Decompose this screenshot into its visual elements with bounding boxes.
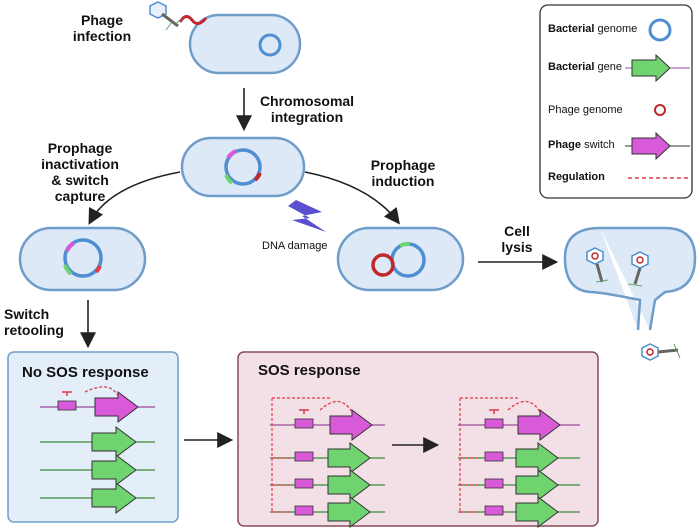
label-cell-lysis: Cell lysis bbox=[501, 223, 533, 255]
legend-gene-icon bbox=[625, 53, 690, 83]
legend-genome-icon bbox=[648, 18, 672, 42]
legend-item-bacterial-genome: Bacterial genome bbox=[548, 23, 638, 35]
label-switch-retooling: Switch retooling bbox=[4, 306, 64, 338]
label-prophage-inactivation: Prophage inactivation & switch capture bbox=[41, 140, 119, 204]
panel-sos-title: SOS response bbox=[258, 362, 361, 379]
sos-gene-cluster-1 bbox=[270, 397, 385, 528]
phage-icon-lysis-2 bbox=[627, 251, 649, 287]
legend-item-phage-switch: Phage switch bbox=[548, 139, 615, 151]
arrow-inactivation bbox=[88, 171, 181, 225]
panel-no-sos-title: No SOS response bbox=[22, 364, 149, 381]
lysogen-cell bbox=[180, 136, 306, 198]
sos-gene-cluster-2 bbox=[458, 397, 580, 528]
legend-item-bacterial-gene: Bacterial gene bbox=[548, 61, 623, 73]
label-phage-infection: Phage infection bbox=[72, 12, 132, 44]
label-prophage-induction: Prophage induction bbox=[370, 157, 436, 189]
induced-cell bbox=[336, 226, 465, 292]
phage-icon-infection bbox=[149, 1, 183, 31]
arrow-induction bbox=[304, 171, 400, 225]
legend-item-regulation: Regulation bbox=[548, 171, 605, 183]
lysed-cell bbox=[563, 226, 697, 331]
phage-icon-lysis-1 bbox=[586, 247, 609, 283]
label-chromosomal-integration: Chromosomal integration bbox=[259, 93, 355, 125]
inactivated-cell bbox=[18, 226, 147, 292]
bacterial-genome-1 bbox=[258, 33, 282, 57]
legend-item-phage-genome: Phage genome bbox=[548, 104, 623, 116]
infected-cell bbox=[188, 13, 302, 75]
bacterial-genome-with-prophage bbox=[224, 148, 262, 186]
excised-phage-genome bbox=[371, 253, 395, 277]
injected-phage-dna bbox=[178, 15, 208, 25]
legend-phage-genome-icon bbox=[654, 104, 666, 116]
label-dna-damage: DNA damage bbox=[262, 240, 328, 252]
lightning-icon bbox=[288, 200, 326, 232]
no-sos-gene-cluster bbox=[40, 386, 155, 514]
legend-switch-icon bbox=[625, 131, 690, 161]
phage-icon-released bbox=[641, 343, 681, 361]
